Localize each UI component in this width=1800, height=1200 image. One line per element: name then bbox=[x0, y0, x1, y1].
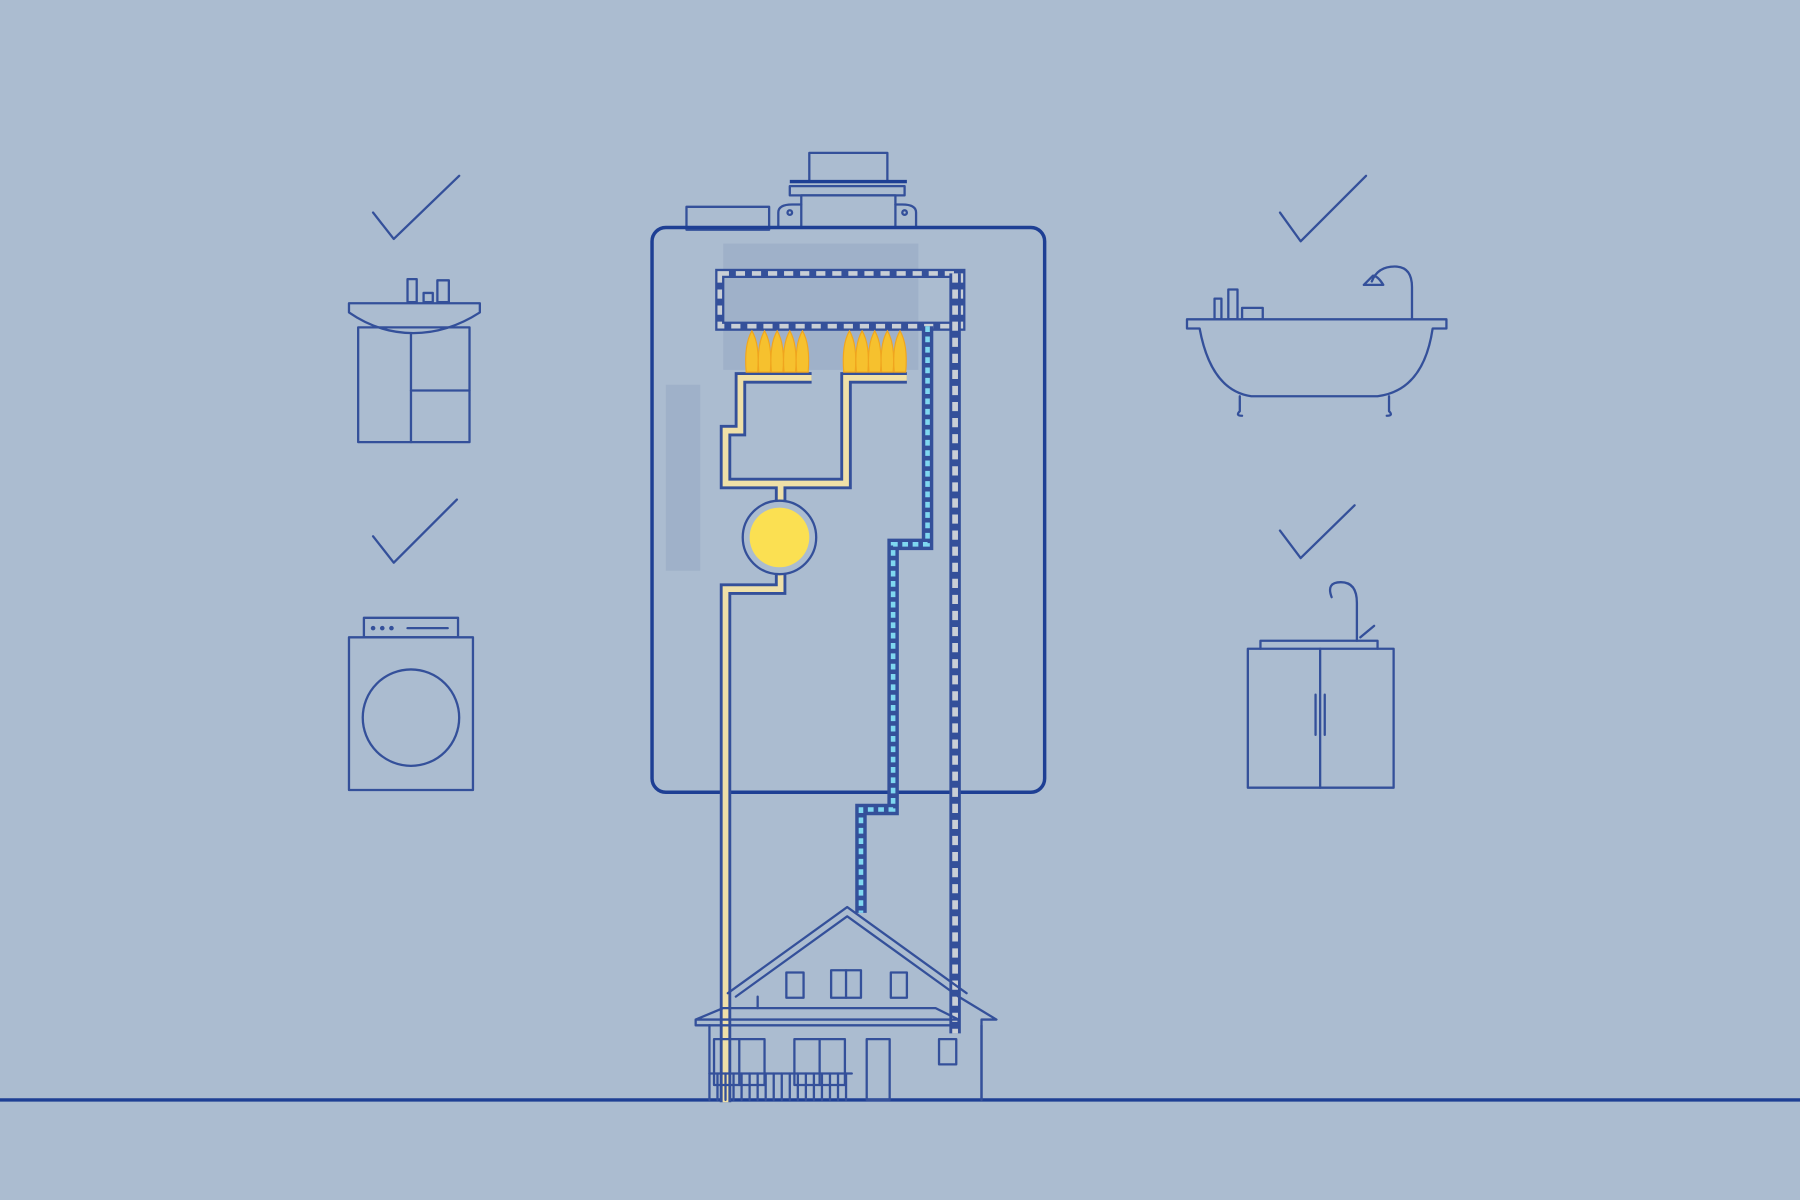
kitchen-sink-icon bbox=[1246, 581, 1395, 789]
checkmark-icon bbox=[371, 174, 461, 241]
bathroom-vanity-icon bbox=[347, 277, 481, 444]
checkmark-icon bbox=[1278, 174, 1368, 243]
checkmark-icon bbox=[371, 498, 459, 564]
cold-water-pipe bbox=[855, 326, 934, 913]
checkmark-icon bbox=[1278, 504, 1356, 560]
tankless-water-heater bbox=[650, 151, 1047, 1103]
washing-machine-icon bbox=[347, 616, 475, 792]
gas-pipe bbox=[719, 372, 907, 1103]
house-icon bbox=[694, 905, 998, 1102]
burner-flames bbox=[745, 329, 907, 373]
control-panel bbox=[665, 384, 701, 571]
bathtub-icon bbox=[1185, 265, 1448, 417]
